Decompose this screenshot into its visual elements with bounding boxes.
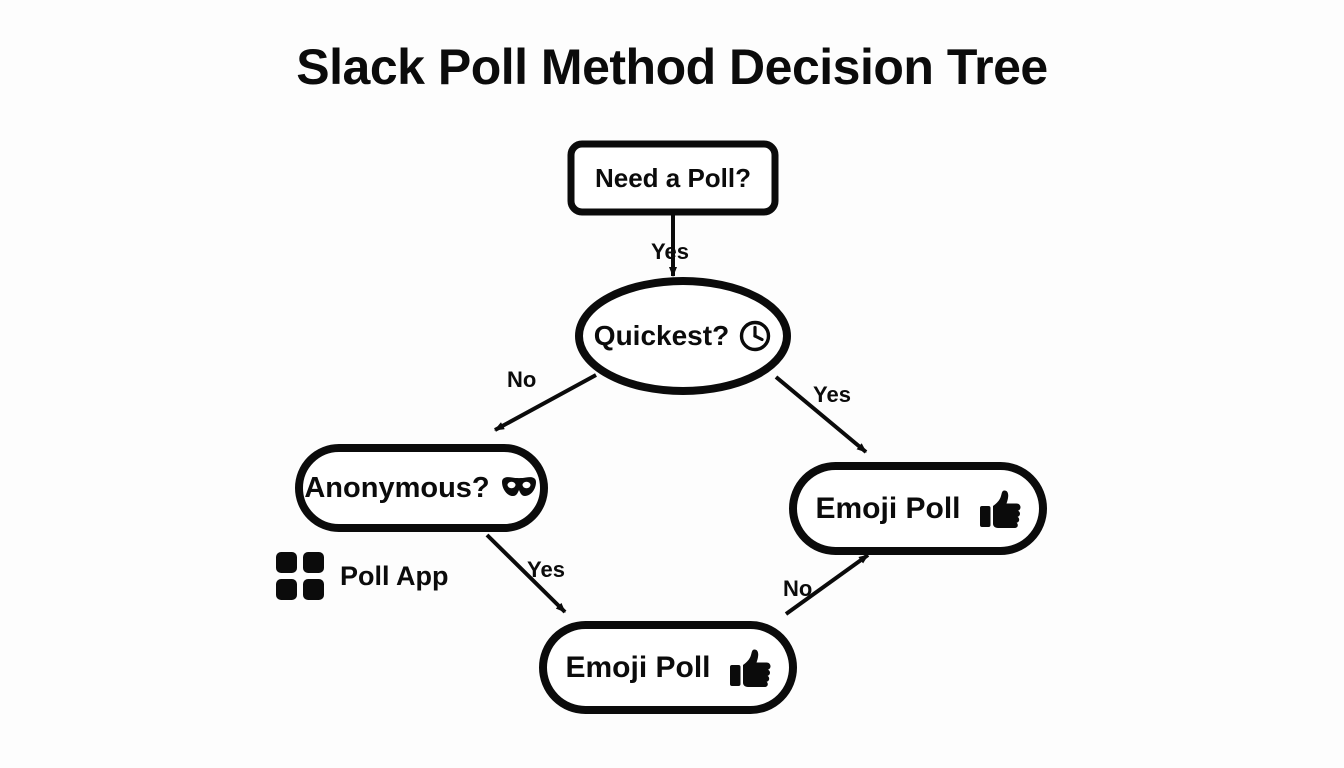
node-need-a-poll[interactable] [567, 140, 779, 216]
page-title: Slack Poll Method Decision Tree [296, 39, 1048, 95]
legend-poll-app-label: Poll App [340, 560, 449, 591]
edge-label-quickest-to-anonymous: No [507, 367, 537, 392]
edge-emoji-bottom-to-emoji-right [784, 553, 870, 616]
legend-poll-app: Poll App [276, 552, 449, 600]
edge-label-anonymous-to-emoji-bottom: Yes [527, 557, 565, 582]
edge-label-emoji-bottom-to-emoji-right: No [783, 576, 813, 601]
edge-label-need-to-quickest: Yes [651, 239, 689, 264]
edge-label-quickest-to-emoji-right: Yes [813, 382, 851, 407]
edge-quickest-to-emoji-right [774, 375, 868, 454]
node-anonymous[interactable] [295, 444, 548, 532]
node-emoji-poll-bottom[interactable] [539, 621, 797, 714]
edge-quickest-to-anonymous [494, 373, 597, 432]
edge-anonymous-to-emoji-bottom [485, 533, 567, 614]
node-emoji-poll-right[interactable] [789, 462, 1047, 555]
node-quickest[interactable] [575, 277, 791, 395]
grid-app-icon [276, 552, 324, 600]
